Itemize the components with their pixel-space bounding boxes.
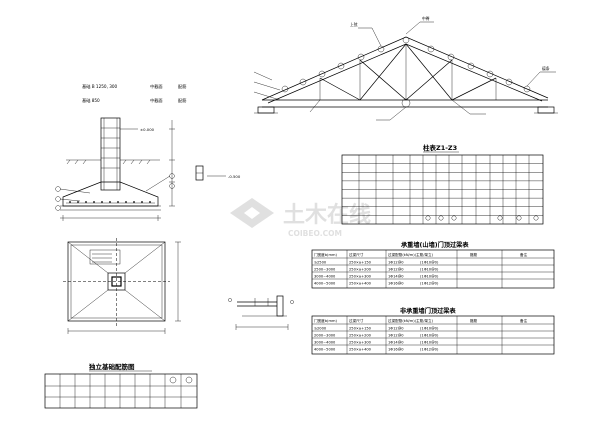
table-cell: 250×a+150 xyxy=(349,327,372,331)
foundation-plan xyxy=(63,238,181,334)
table-header-cell: 过梁尺寸 xyxy=(349,252,364,257)
foundation-table-title: 独立基础配筋图 xyxy=(89,362,135,371)
table-cell: 3000~4000 xyxy=(314,341,336,345)
table-cell: 4000~5000 xyxy=(314,282,336,286)
table-cell: (1Φ10@0) xyxy=(420,261,439,265)
truss-label-purlin: 檩条 xyxy=(542,66,550,71)
elevation-top: ±0.000 xyxy=(140,127,155,132)
table-cell: (1Φ12@0) xyxy=(420,282,439,286)
foundation-table: 独立基础配筋图 xyxy=(44,362,198,409)
table-cell: (1Φ10@0) xyxy=(420,275,439,279)
table-cell: 250×a+400 xyxy=(349,282,372,286)
table-cell: 4000~5000 xyxy=(314,348,336,352)
roof-truss: 中脊 上弦 檩条 xyxy=(253,16,558,121)
table-cell: (1Φ10@0) xyxy=(420,327,439,331)
foundation-notes: 基础 B 1250, 300 基础 850 中截面 中截面 配筋 配筋 xyxy=(82,83,186,104)
foundation-note-2: 基础 850 xyxy=(82,97,100,104)
foundation-note-5: 配筋 xyxy=(178,83,186,90)
table-header-cell: 门宽度b(mm) xyxy=(314,318,337,323)
table-header-cell: 门宽度b(mm) xyxy=(314,252,337,257)
foundation-note-1: 基础 B 1250, 300 xyxy=(82,83,118,90)
column-table: 柱表Z1-Z3 xyxy=(341,143,544,225)
table-cell: 1Φ14@0 xyxy=(388,341,404,345)
table-cell: 3000~4000 xyxy=(314,275,336,279)
table-cell: (1Φ10@0) xyxy=(420,334,439,338)
truss-label-chord: 上弦 xyxy=(350,22,358,27)
table-header-cell: 备注 xyxy=(520,252,528,257)
foundation-section: ±0.000 xyxy=(55,117,241,221)
table-cell: 2500~3000 xyxy=(314,268,336,272)
table-cell: 250×a+400 xyxy=(349,348,372,352)
foundation-note-3: 中截面 xyxy=(150,83,163,90)
table-cell: ≥2000 xyxy=(314,327,327,331)
table-cell: ≥2500 xyxy=(314,261,327,265)
watermark: 土木在线 COIBEO.COM xyxy=(230,198,371,238)
table-cell: 1Φ12@0 xyxy=(388,334,404,338)
table-cell: 1Φ12@0 xyxy=(388,261,404,265)
table-header-cell: 箍筋 xyxy=(470,252,478,257)
lintel-table-bearing-title: 承重墙(山墙)门顶过梁表 xyxy=(401,241,469,249)
table-cell: (1Φ12@0) xyxy=(420,348,439,352)
lintel-detail xyxy=(228,295,294,330)
table-cell: 250×a+150 xyxy=(349,261,372,265)
lintel-table-nonbearing-title: 非承重墙门顶过梁表 xyxy=(400,307,456,315)
lintel-table-nonbearing: 非承重墙门顶过梁表 门宽度b(mm) 过梁尺寸 过梁配筋(kN/m)(主筋/架立) 箍… xyxy=(311,307,555,355)
table-header-cell: 备注 xyxy=(520,318,528,323)
watermark-text-en: COIBEO.COM xyxy=(288,229,342,238)
elevation-mid: -0.500 xyxy=(228,174,241,179)
foundation-note-4: 中截面 xyxy=(150,97,163,104)
table-cell: (1Φ10@0) xyxy=(420,341,439,345)
column-table-title: 柱表Z1-Z3 xyxy=(423,143,457,152)
table-header-cell: 箍筋 xyxy=(470,318,478,323)
table-cell: 1Φ14@0 xyxy=(388,275,404,279)
table-header-cell: 过梁尺寸 xyxy=(349,318,364,323)
table-header-cell: 过梁配筋(kN/m)(主筋/架立) xyxy=(388,318,434,323)
table-cell: 1Φ12@0 xyxy=(388,268,404,272)
table-cell: 2000~3000 xyxy=(314,334,336,338)
table-cell: 250×a+200 xyxy=(349,268,372,272)
foundation-note-6: 配筋 xyxy=(178,97,186,104)
table-cell: 250×a+200 xyxy=(349,334,372,338)
table-cell: 1Φ12@0 xyxy=(388,327,404,331)
table-header-cell: 过梁配筋(kN/m)(主筋/架立) xyxy=(388,252,434,257)
table-cell: (1Φ10@0) xyxy=(420,268,439,272)
truss-label-ridge: 中脊 xyxy=(422,16,430,21)
table-cell: 250×a+300 xyxy=(349,341,372,345)
table-cell: 1Φ16@0 xyxy=(388,348,404,352)
lintel-table-bearing: 承重墙(山墙)门顶过梁表 门宽度b(mm) 过梁尺寸 过梁配筋(kN/m)(主筋/架… xyxy=(311,241,555,289)
table-cell: 1Φ16@0 xyxy=(388,282,404,286)
table-cell: 250×a+300 xyxy=(349,275,372,279)
